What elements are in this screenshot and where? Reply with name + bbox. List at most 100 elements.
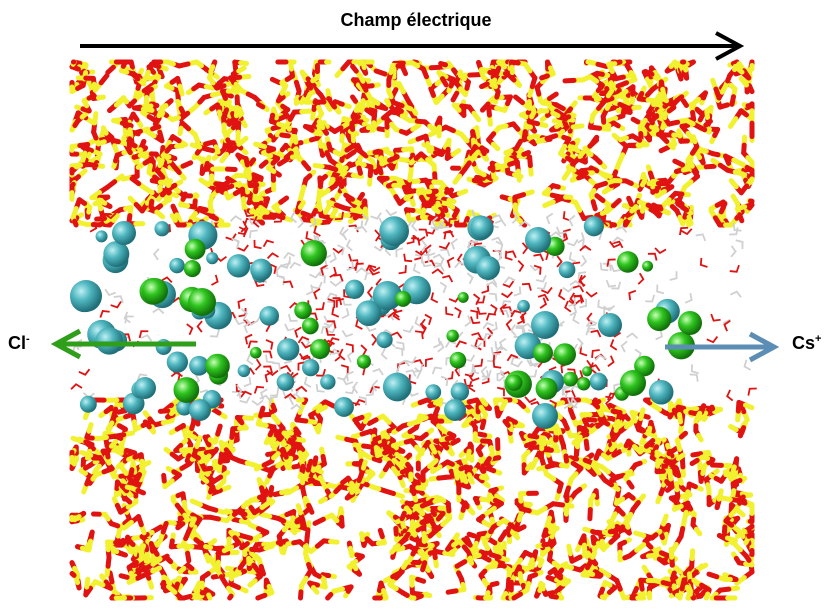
silica-bond — [423, 563, 425, 570]
water-molecule — [433, 368, 442, 375]
silica-bond — [540, 585, 543, 591]
silica-bond — [222, 154, 227, 160]
silica-bond — [653, 116, 657, 120]
silica-bond — [527, 443, 535, 446]
silica-bond — [242, 544, 248, 548]
silica-bond — [593, 202, 595, 209]
silica-bond — [218, 426, 220, 434]
silica-bond — [545, 202, 554, 206]
silica-bond — [319, 122, 323, 128]
silica-bond — [153, 568, 160, 571]
silica-bond — [564, 170, 569, 178]
silica-bond — [134, 537, 141, 538]
silica-bond — [209, 595, 210, 598]
silica-bond — [721, 203, 725, 211]
silica-bond — [731, 427, 737, 430]
silica-bond — [160, 160, 162, 165]
silica-bond — [613, 514, 616, 519]
silica-bond — [707, 111, 708, 118]
silica-bond — [401, 159, 407, 160]
silica-bond — [732, 97, 734, 105]
silica-bond — [593, 553, 595, 558]
silica-bond — [642, 180, 644, 184]
silica-bond — [82, 113, 86, 117]
silica-bond — [723, 498, 731, 499]
silica-bond — [246, 158, 247, 164]
silica-bond — [282, 135, 289, 136]
silica-bond — [740, 215, 742, 221]
silica-bond — [206, 555, 208, 561]
silica-bond — [326, 206, 330, 212]
silica-bond — [89, 425, 91, 432]
silica-bond — [590, 140, 597, 146]
silica-bond — [633, 119, 638, 122]
silica-bond — [111, 441, 115, 446]
silica-bond — [307, 127, 312, 130]
silica-bond — [116, 543, 124, 544]
silica-bond — [469, 534, 474, 536]
silica-bond — [727, 538, 735, 541]
silica-bond — [706, 121, 711, 125]
silica-bond — [192, 501, 200, 505]
silica-bond — [103, 128, 106, 133]
silica-bond — [435, 499, 442, 501]
silica-bond — [313, 588, 317, 593]
water-molecule — [260, 396, 271, 401]
silica-bond — [486, 593, 488, 598]
silica-bond — [224, 547, 231, 551]
silica-bond — [524, 153, 529, 155]
silica-bond — [571, 458, 577, 459]
silica-bond — [418, 579, 424, 581]
silica-bond — [479, 434, 484, 435]
silica-bond — [557, 123, 562, 126]
silica-bond — [602, 597, 604, 598]
silica-bond — [547, 136, 556, 139]
silica-bond — [363, 62, 364, 68]
silica-bond — [368, 472, 373, 474]
silica-bond — [180, 128, 181, 133]
silica-bond — [100, 200, 105, 203]
silica-bond — [637, 545, 644, 551]
silica-bond — [678, 455, 683, 459]
silica-bond — [363, 462, 365, 468]
silica-bond — [206, 547, 211, 548]
silica-bond — [331, 541, 338, 542]
silica-bond — [98, 97, 103, 98]
silica-bond — [108, 67, 114, 72]
silica-bond — [566, 456, 567, 461]
silica-bond — [282, 491, 289, 493]
silica-bond — [591, 77, 597, 81]
silica-bond — [679, 415, 680, 422]
silica-bond — [320, 499, 325, 502]
silica-bond — [484, 522, 489, 525]
silica-bond — [273, 405, 275, 410]
silica-bond — [663, 89, 664, 96]
silica-bond — [256, 144, 265, 146]
silica-bond — [315, 458, 316, 464]
silica-bond — [157, 212, 163, 217]
silica-bond — [542, 76, 548, 78]
silica-bond — [359, 168, 360, 173]
silica-bond — [586, 441, 587, 448]
silica-bond — [468, 451, 469, 458]
silica-bond — [352, 563, 356, 569]
silica-bond — [469, 475, 472, 483]
silica-bond — [683, 101, 686, 106]
silica-bond — [402, 513, 404, 518]
silica-bond — [432, 446, 435, 452]
silica-bond — [145, 422, 149, 427]
silica-bond — [211, 67, 213, 72]
silica-bond — [474, 113, 479, 119]
silica-bond — [241, 63, 247, 64]
silica-bond — [75, 517, 79, 520]
silica-bond — [121, 576, 127, 578]
silica-bond — [180, 86, 182, 94]
silica-bond — [518, 171, 519, 180]
silica-bond — [160, 411, 167, 412]
silica-bond — [453, 93, 457, 100]
silica-bond — [693, 454, 701, 455]
silica-bond — [271, 488, 272, 495]
silica-bond — [110, 573, 112, 582]
silica-bond — [347, 152, 354, 157]
silica-bond — [502, 401, 506, 408]
